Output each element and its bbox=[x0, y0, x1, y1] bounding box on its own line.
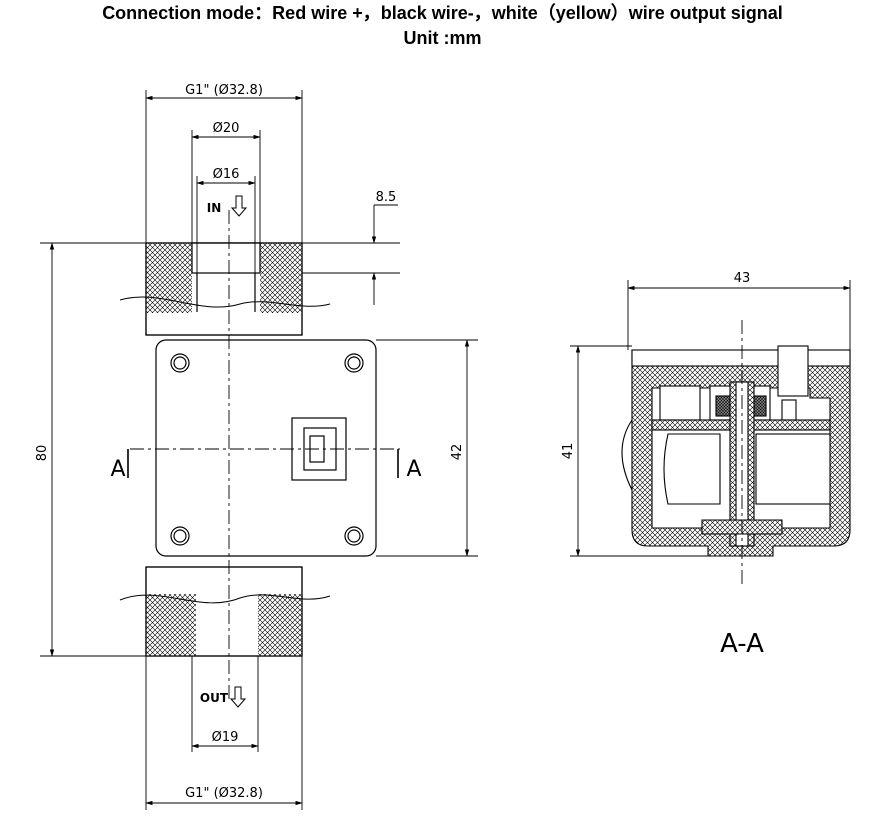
connection-mode-text: Connection mode：Red wire +，black wire-，w… bbox=[102, 3, 783, 23]
section-width-dim: 43 bbox=[734, 271, 751, 286]
front-dimensions bbox=[40, 90, 478, 810]
section-mark-right: A bbox=[406, 457, 421, 482]
main-body bbox=[155, 339, 377, 557]
bottom-thread-dim: G1" (Ø32.8) bbox=[185, 786, 263, 801]
inner-bore-dim: Ø16 bbox=[213, 167, 240, 182]
top-bore-dim: Ø20 bbox=[213, 121, 240, 136]
top-thread-dim: G1" (Ø32.8) bbox=[185, 83, 263, 98]
section-title: A-A bbox=[720, 629, 764, 659]
section-view bbox=[621, 320, 851, 584]
section-height-dim: 41 bbox=[561, 443, 576, 460]
thread-depth-dim: 8.5 bbox=[376, 190, 397, 205]
top-fitting bbox=[119, 242, 331, 336]
body-height-dim: 42 bbox=[450, 444, 465, 461]
outlet-bore-dim: Ø19 bbox=[212, 730, 239, 745]
bottom-fitting bbox=[119, 566, 331, 657]
total-height-dim: 80 bbox=[35, 445, 50, 462]
section-dimensions bbox=[570, 280, 851, 557]
section-mark-left: A bbox=[110, 457, 125, 482]
unit-text: Unit :mm bbox=[403, 28, 482, 48]
inlet-label: IN bbox=[207, 201, 222, 215]
outlet-label: OUT bbox=[200, 691, 229, 705]
front-view bbox=[119, 195, 400, 708]
header: Connection mode：Red wire +，black wire-，w… bbox=[0, 0, 885, 50]
